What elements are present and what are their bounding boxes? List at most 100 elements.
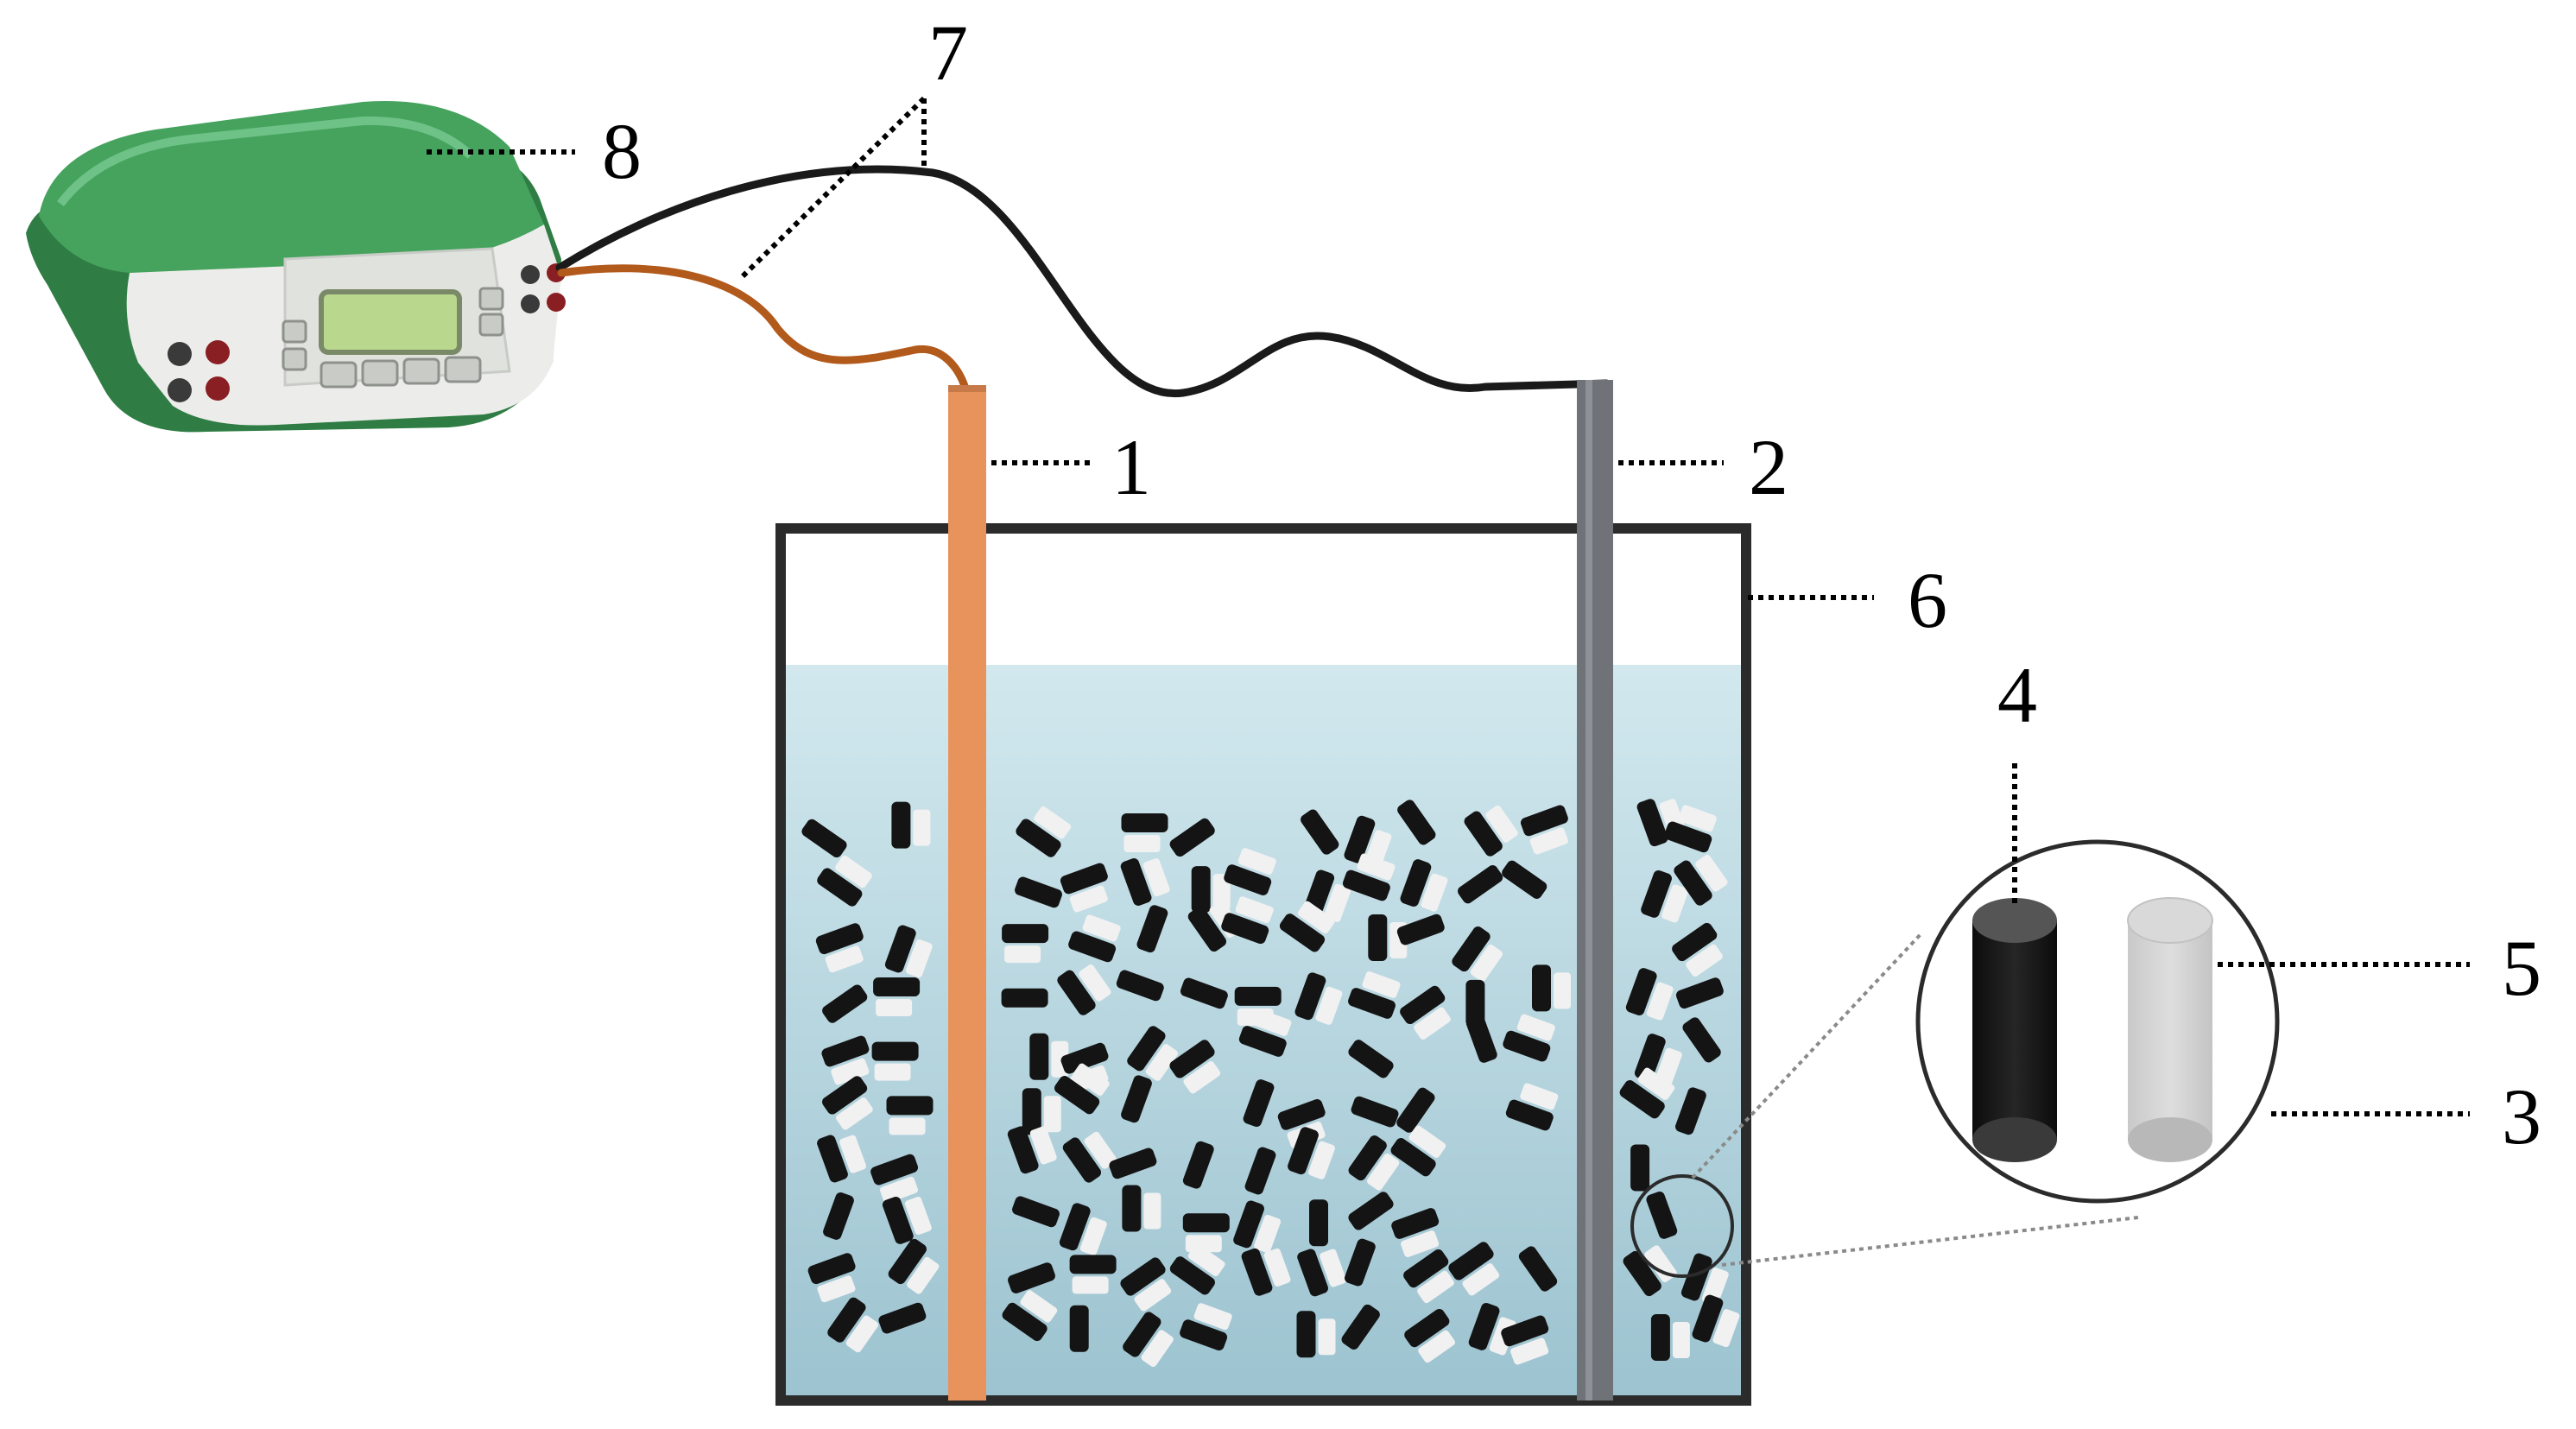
white-particle bbox=[1020, 1290, 1058, 1323]
white-particle bbox=[1254, 1214, 1282, 1253]
black-particle bbox=[1180, 977, 1228, 1009]
particle-pair bbox=[1301, 809, 1339, 855]
particle-pair bbox=[1123, 1312, 1174, 1368]
white-particle bbox=[1079, 1217, 1107, 1255]
black-particle bbox=[871, 1041, 919, 1061]
white-particle bbox=[1672, 1322, 1690, 1358]
black-particle bbox=[1391, 1208, 1440, 1239]
black-particle bbox=[1468, 1302, 1500, 1350]
particle-pair bbox=[1351, 1096, 1399, 1128]
black-particle bbox=[1002, 924, 1049, 944]
black-particle bbox=[822, 1076, 868, 1115]
black-particle bbox=[1060, 1042, 1109, 1074]
black-wire bbox=[555, 165, 1611, 397]
white-particle bbox=[1418, 1330, 1455, 1363]
black-particle bbox=[1060, 863, 1108, 895]
black-particle bbox=[1062, 1137, 1102, 1183]
white-particle bbox=[836, 1097, 873, 1130]
black-particle bbox=[1400, 859, 1432, 907]
white-particle bbox=[1237, 848, 1276, 876]
particle-pair bbox=[1060, 863, 1108, 913]
black-particle bbox=[1069, 1255, 1117, 1274]
particle-pair bbox=[821, 1035, 870, 1085]
black-particle bbox=[1646, 1191, 1678, 1239]
particle-pair bbox=[1059, 1203, 1107, 1255]
black-particle bbox=[1692, 1294, 1724, 1343]
particle-pair bbox=[1501, 1315, 1549, 1365]
black-particle bbox=[1224, 864, 1272, 895]
white-particle bbox=[1084, 1131, 1117, 1169]
particle-pair bbox=[1664, 805, 1717, 853]
white-particle bbox=[1082, 914, 1121, 942]
particle-pair bbox=[827, 1297, 879, 1353]
white-particle bbox=[1004, 945, 1041, 964]
black-particle bbox=[822, 984, 868, 1023]
particle-pair bbox=[823, 1192, 854, 1240]
black-particle bbox=[1503, 1030, 1551, 1062]
particle-pair bbox=[1296, 1311, 1336, 1358]
particle-pair bbox=[1169, 1243, 1225, 1295]
black-particle bbox=[891, 801, 911, 849]
particle-pair bbox=[886, 1096, 934, 1135]
particle-pair bbox=[1057, 964, 1111, 1015]
particle-pair bbox=[878, 1302, 927, 1334]
black-particle bbox=[1636, 799, 1668, 847]
black-particle bbox=[817, 1135, 848, 1183]
white-particle bbox=[825, 945, 864, 973]
white-particle bbox=[1212, 874, 1231, 911]
white-particle bbox=[1655, 1047, 1682, 1086]
black-particle bbox=[1672, 922, 1718, 962]
particle-pair bbox=[1279, 901, 1335, 952]
white-particle bbox=[1123, 835, 1161, 852]
particle-bed bbox=[801, 799, 1740, 1368]
black-particle bbox=[1296, 1311, 1316, 1358]
particle-pair bbox=[1121, 1075, 1152, 1123]
black-particle bbox=[1191, 866, 1211, 914]
black-particle bbox=[1127, 1026, 1166, 1072]
particle-pair bbox=[817, 855, 872, 907]
black-particle bbox=[1277, 1099, 1326, 1130]
particle-pair bbox=[1169, 1040, 1221, 1094]
white-particle bbox=[1315, 986, 1343, 1025]
particle-pair bbox=[822, 1076, 873, 1130]
particle-pair bbox=[871, 1041, 919, 1081]
particle-pair bbox=[1288, 1127, 1335, 1179]
black-particle bbox=[1012, 1196, 1060, 1228]
particle-pair bbox=[1241, 1248, 1291, 1296]
particle-pair bbox=[1396, 1087, 1435, 1133]
black-particle bbox=[1123, 1312, 1161, 1357]
particle-pair bbox=[1448, 1242, 1500, 1296]
particle-pair bbox=[1297, 1249, 1347, 1297]
particle-pair bbox=[888, 1238, 940, 1294]
black-particle bbox=[1390, 1138, 1436, 1177]
black-particle bbox=[1068, 931, 1117, 963]
particle-pair bbox=[1520, 805, 1568, 855]
particle-pair bbox=[1180, 977, 1228, 1009]
particle-pair bbox=[1672, 922, 1723, 977]
particle-pair bbox=[1502, 860, 1547, 899]
black-particle bbox=[1109, 1148, 1157, 1179]
white-particle bbox=[1187, 1243, 1225, 1277]
black-particle bbox=[1396, 914, 1445, 945]
particle-pair bbox=[1348, 1192, 1394, 1230]
white-particle bbox=[889, 1117, 926, 1135]
white-particle bbox=[1686, 944, 1723, 977]
particle-pair bbox=[1452, 926, 1503, 982]
label-6: 6 bbox=[1908, 556, 1947, 644]
black-particle bbox=[1619, 1080, 1665, 1119]
white-particle bbox=[1366, 1153, 1400, 1191]
black-particle bbox=[1187, 906, 1227, 952]
black-particle bbox=[1182, 1213, 1230, 1233]
particle-pair bbox=[1127, 1026, 1179, 1081]
label-7: 7 bbox=[928, 9, 968, 97]
particle-pair bbox=[1182, 1141, 1214, 1189]
white-particle bbox=[1417, 1270, 1454, 1304]
white-particle bbox=[1043, 1096, 1061, 1133]
label-1: 1 bbox=[1111, 423, 1151, 511]
black-particle bbox=[870, 1154, 919, 1186]
black-particle bbox=[1294, 972, 1326, 1021]
particle-pair bbox=[1221, 896, 1274, 945]
particle-pair bbox=[1015, 876, 1062, 908]
black-particle bbox=[1136, 905, 1168, 953]
black-particle bbox=[1505, 1099, 1554, 1131]
